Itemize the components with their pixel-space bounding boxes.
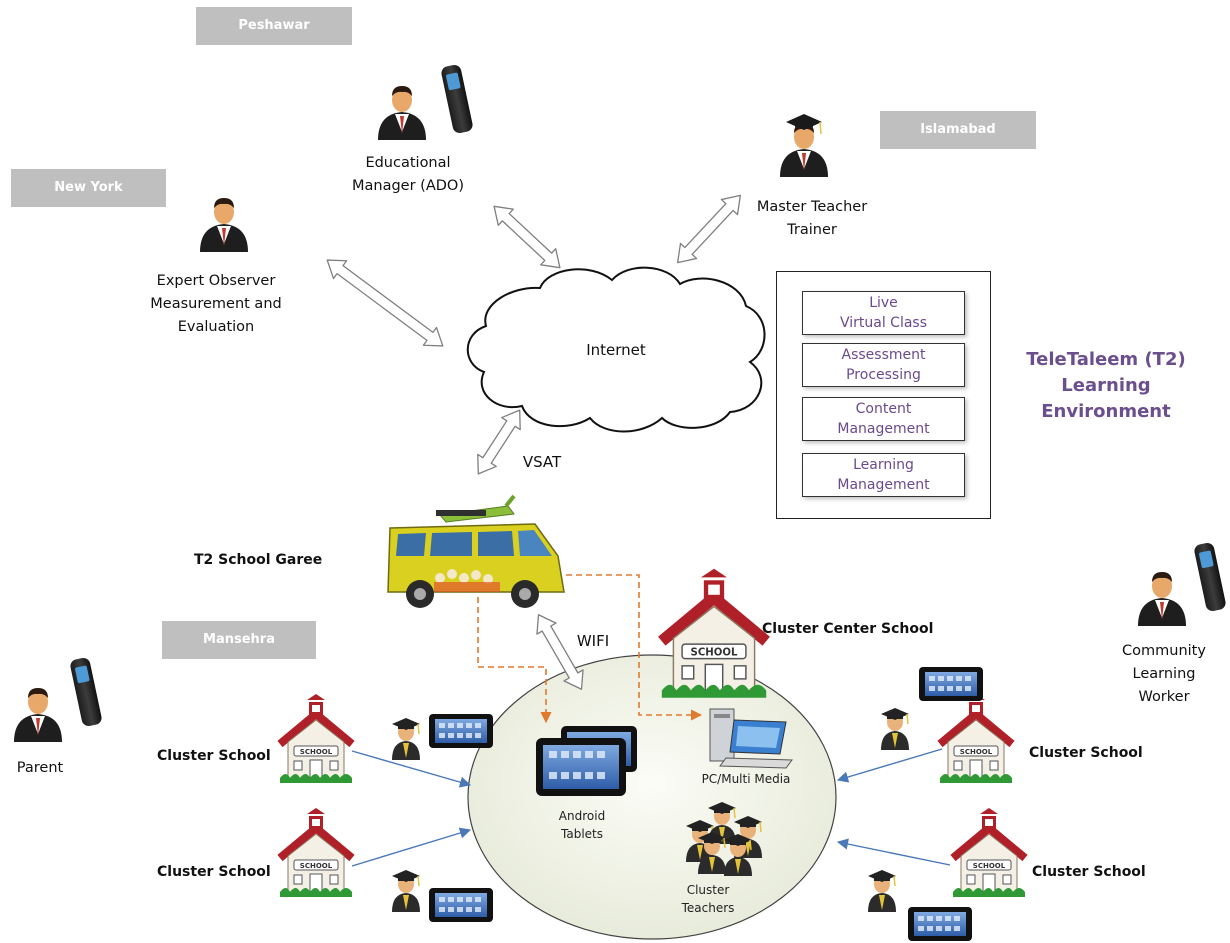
location-tag-mansehra: Mansehra [162, 621, 316, 659]
community-worker-icon [1138, 572, 1186, 626]
cluster-center-school-label: Cluster Center School [762, 621, 934, 637]
arrow-manager-internet [493, 205, 561, 269]
t2-environment-title-line-3: Environment [1041, 401, 1171, 422]
community-worker-phone-icon [1193, 541, 1227, 613]
service-content-management-line-1: Content [855, 401, 912, 417]
service-live-virtual-class-line-2: Virtual Class [839, 315, 928, 331]
wifi-label: WIFI [576, 632, 610, 650]
cluster-hub-ellipse [467, 654, 837, 940]
t2-environment-title: TeleTaleem (T2) Learning Environment [1008, 347, 1204, 425]
android-tablets-icon [536, 726, 637, 796]
parent-phone-icon [69, 656, 103, 728]
cluster-teachers-label-line-2: Teachers [681, 901, 735, 915]
tablet-icon-right-bottom [908, 907, 972, 941]
community-worker-label-line-3: Worker [1138, 689, 1190, 705]
educational-manager-icon [378, 86, 426, 140]
t2-school-van-icon [387, 494, 565, 608]
cluster-school-label-left-bottom: Cluster School [157, 864, 271, 880]
location-tag-new-york: New York [11, 169, 166, 207]
t2-environment-title-line-2: Learning [1061, 375, 1151, 396]
service-assessment-processing[interactable]: Assessment Processing [802, 343, 965, 387]
community-worker-label-line-1: Community [1122, 643, 1206, 659]
arrow-cluster-school-left-top [351, 750, 472, 788]
expert-observer-icon [200, 198, 248, 252]
arrow-expert-internet [326, 259, 444, 347]
cluster-school-icon-right-bottom [953, 808, 1025, 897]
educational-manager-label-line-1: Educational [365, 155, 451, 171]
t2-school-garee-label: T2 School Garee [194, 552, 323, 568]
cluster-school-icon-left-top [280, 694, 352, 783]
cluster-school-icon-left-bottom [280, 808, 352, 897]
service-content-management[interactable]: Content Management [802, 397, 965, 441]
cluster-teacher-icon-left-top [391, 717, 421, 761]
service-assessment-processing-line-1: Assessment [841, 347, 926, 363]
cluster-teachers-label-line-1: Cluster [686, 883, 730, 897]
tablet-icon-left-top [429, 714, 493, 748]
expert-observer-label-line-2: Measurement and [150, 296, 282, 312]
pc-multimedia-label: PC/Multi Media [701, 772, 791, 786]
cluster-school-icon-right-top [940, 694, 1012, 783]
cluster-teachers-label: Cluster Teachers [668, 881, 748, 917]
service-learning-management[interactable]: Learning Management [802, 453, 965, 497]
android-tablets-label-line-2: Tablets [561, 827, 603, 841]
van-to-tablets-link [477, 597, 552, 724]
location-tag-islamabad: Islamabad [880, 111, 1036, 149]
arrow-teacher-internet [676, 194, 742, 264]
cluster-teacher-icon-left-bottom [391, 869, 421, 913]
vsat-label: VSAT [522, 453, 562, 471]
van-to-pc-link [566, 574, 703, 721]
android-tablets-label: Android Tablets [544, 807, 620, 843]
pc-multimedia-icon [709, 708, 793, 769]
educational-manager-label: Educational Manager (ADO) [330, 152, 486, 198]
arrow-cluster-school-right-bottom [836, 838, 951, 866]
internet-cloud [466, 266, 766, 433]
cluster-school-label-left-top: Cluster School [157, 748, 271, 764]
cluster-teacher-icon-right-top [880, 707, 910, 751]
parent-label: Parent [16, 760, 64, 776]
service-content-management-line-2: Management [837, 421, 930, 437]
expert-observer-label: Expert Observer Measurement and Evaluati… [136, 270, 296, 339]
service-assessment-processing-line-2: Processing [846, 367, 921, 383]
expert-observer-label-line-1: Expert Observer [156, 273, 276, 289]
arrow-cluster-school-right-top [836, 748, 943, 783]
cluster-center-school-icon [662, 569, 766, 698]
master-teacher-icon [780, 114, 828, 177]
internet-label: Internet [586, 341, 646, 359]
cluster-school-label-right-bottom: Cluster School [1032, 864, 1146, 880]
master-teacher-label-line-2: Trainer [787, 222, 837, 238]
android-tablets-label-line-1: Android [558, 809, 606, 823]
t2-services-panel: Live Virtual Class Assessment Processing… [776, 271, 991, 519]
arrow-cluster-school-left-bottom [351, 827, 472, 867]
t2-environment-title-line-1: TeleTaleem (T2) [1026, 349, 1186, 370]
community-worker-label: Community Learning Worker [1100, 640, 1228, 709]
master-teacher-label: Master Teacher Trainer [734, 196, 890, 242]
community-worker-label-line-2: Learning [1132, 666, 1196, 682]
location-tag-peshawar: Peshawar [196, 7, 352, 45]
tablet-icon-left-bottom [429, 888, 493, 922]
cluster-teacher-icon-right-bottom [867, 869, 897, 913]
parent-icon [14, 688, 62, 742]
arrow-vsat [477, 409, 521, 475]
service-live-virtual-class[interactable]: Live Virtual Class [802, 291, 965, 335]
cluster-school-label-right-top: Cluster School [1029, 745, 1143, 761]
arrow-wifi [536, 614, 584, 690]
service-learning-management-line-2: Management [837, 477, 930, 493]
service-learning-management-line-1: Learning [853, 457, 914, 473]
tablet-icon-right-top [919, 667, 983, 701]
expert-observer-label-line-3: Evaluation [177, 319, 255, 335]
service-live-virtual-class-line-1: Live [869, 295, 898, 311]
educational-manager-phone-icon [440, 63, 474, 135]
educational-manager-label-line-2: Manager (ADO) [352, 178, 464, 194]
master-teacher-label-line-1: Master Teacher [756, 199, 868, 215]
